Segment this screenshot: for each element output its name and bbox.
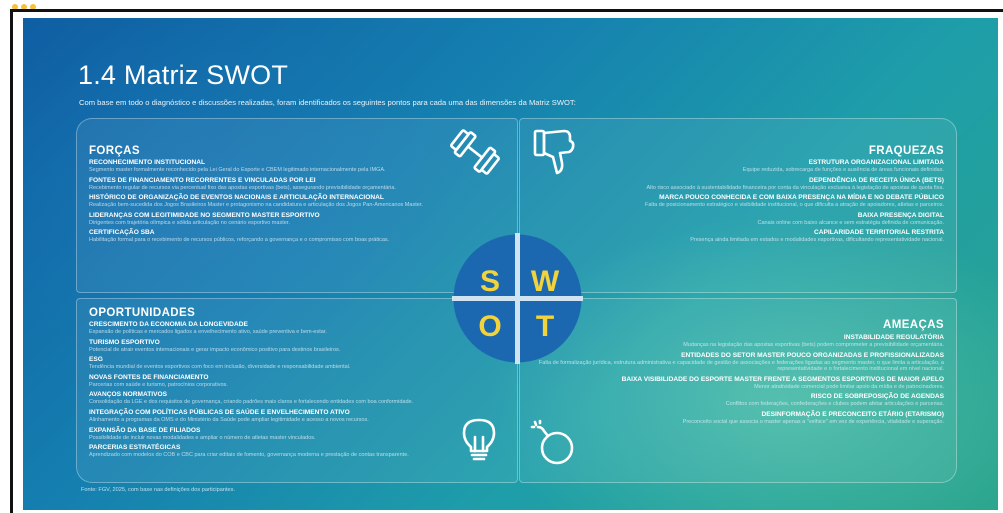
oportunidades-item-description: Potencial de atrair eventos internaciona… [89,346,341,353]
oportunidades-item-description: Aprendizado com modelos do COB e CBC par… [89,452,409,459]
ameacas-item-description: Falta de formalização jurídica, estrutur… [538,359,944,373]
oportunidades-item-description: Consolidação da LGE e dos requisitos de … [89,399,414,406]
fraquezas-item-description: Equipe reduzida, sobrecarga de funções e… [742,167,944,173]
page-title: 1.4 Matriz SWOT [78,60,289,90]
swot-letter-s: S [480,265,500,298]
forcas-item: FONTES DE FINANCIAMENTO RECORRENTES E VI… [89,177,479,192]
forcas-item-description: Dirigentes com trajetória olímpica e sól… [89,219,290,226]
ameacas-item-description: Mudanças na legislação das apostas espor… [683,342,944,348]
forcas-item-heading: HISTÓRICO DE ORGANIZAÇÃO DE EVENTOS NACI… [89,194,384,202]
ameacas-item: DESINFORMAÇÃO E PRECONCEITO ETÁRIO (ETAR… [534,411,944,426]
forcas-item-description: Habilitação formal para o recebimento de… [89,237,390,244]
forcas-item: HISTÓRICO DE ORGANIZAÇÃO DE EVENTOS NACI… [89,194,479,209]
oportunidades-item-heading: AVANÇOS NORMATIVOS [89,391,168,399]
fraquezas-item-heading: MARCA POUCO CONHECIDA E COM BAIXA PRESEN… [659,194,944,202]
forcas-item-heading: CERTIFICAÇÃO SBA [89,229,155,237]
forcas-title: FORÇAS [89,145,140,157]
dumbbell-icon [449,129,501,180]
swot-letter-w: W [531,265,560,298]
oportunidades-item-description: Possibilidade de incluir novas modalidad… [89,434,316,441]
ameacas-item-heading: BAIXA VISIBILIDADE DO ESPORTE MASTER FRE… [621,375,944,383]
source-footnote: Fonte: FGV, 2025, com base nas definiçõe… [81,487,236,493]
oportunidades-item-heading: EXPANSÃO DA BASE DE FILIADOS [89,426,201,434]
thumbs-down-icon [532,127,578,182]
swot-center-circle: S W O T [452,233,583,364]
ameacas-title: AMEAÇAS [883,319,944,331]
fraquezas-item-description: Presença ainda limitada em estados e mod… [690,237,944,244]
left-border [10,9,13,513]
window-dots [12,4,36,10]
top-border [10,9,1003,12]
ameacas-item-description: Conflitos com federações, confederações … [725,401,944,408]
ameacas-item-description: Menor atratividade comercial pode limita… [754,383,944,390]
fraquezas-quadrant: FRAQUEZAS ESTRUTURA ORGANIZACIONAL LIMIT… [519,118,957,293]
forcas-item: LIDERANÇAS COM LEGITIMIDADE NO SEGMENTO … [89,212,479,227]
oportunidades-item-description: Tendência mundial de eventos esportivos … [89,364,351,371]
fraquezas-item-heading: BAIXA PRESENÇA DIGITAL [857,211,944,219]
forcas-item-description: Realização bem-sucedida dos Jogos Brasil… [89,202,423,209]
oportunidades-item-heading: PARCERIAS ESTRATÉGICAS [89,444,181,452]
oportunidades-quadrant: OPORTUNIDADES CRESCIMENTO DA ECONOMIA DA… [76,298,518,483]
forcas-item-description: Recebimento regular de recursos via perc… [89,184,396,191]
fraquezas-item: DEPENDÊNCIA DE RECEITA ÚNICA (BETS)Alto … [554,176,945,192]
fraquezas-item-description: Alto risco associado à sustentabilidade … [646,184,945,191]
lightbulb-icon [461,417,497,468]
fraquezas-item-heading: DEPENDÊNCIA DE RECEITA ÚNICA (BETS) [808,176,944,184]
forcas-item-heading: LIDERANÇAS COM LEGITIMIDADE NO SEGMENTO … [89,211,320,219]
oportunidades-item-description: Alinhamento a programas da OMS e do Mini… [89,416,369,423]
oportunidades-item-heading: CRESCIMENTO DA ECONOMIA DA LONGEVIDADE [89,321,248,328]
forcas-item-heading: RECONHECIMENTO INSTITUCIONAL [89,159,206,166]
ameacas-item-heading: ENTIDADES DO SETOR MASTER POUCO ORGANIZA… [681,351,944,359]
swot-letter-t: T [536,310,554,343]
bomb-icon [530,419,578,472]
page-subtitle: Com base em todo o diagnóstico e discuss… [79,98,576,107]
oportunidades-item-heading: NOVAS FONTES DE FINANCIAMENTO [89,373,209,381]
ameacas-item-heading: DESINFORMAÇÃO E PRECONCEITO ETÁRIO (ETAR… [761,410,944,418]
forcas-item-description: Segmento master formalmente reconhecido … [89,167,386,173]
ameacas-item-heading: INSTABILIDADE REGULATÓRIA [843,334,944,341]
fraquezas-item-heading: ESTRUTURA ORGANIZACIONAL LIMITADA [808,159,944,166]
ameacas-item: BAIXA VISIBILIDADE DO ESPORTE MASTER FRE… [534,376,944,391]
oportunidades-item: INTEGRAÇÃO COM POLÍTICAS PÚBLICAS DE SAÚ… [89,409,489,424]
fraquezas-item: MARCA POUCO CONHECIDA E COM BAIXA PRESEN… [554,194,944,209]
oportunidades-item-description: Expansão de políticas e mercados ligados… [89,329,327,335]
forcas-item-heading: FONTES DE FINANCIAMENTO RECORRENTES E VI… [89,176,316,184]
fraquezas-title: FRAQUEZAS [868,145,944,157]
ameacas-item-heading: RISCO DE SOBREPOSIÇÃO DE AGENDAS [810,393,944,401]
oportunidades-item-heading: ESG [89,356,103,364]
oportunidades-title: OPORTUNIDADES [89,307,196,319]
fraquezas-item-heading: CAPILARIDADE TERRITORIAL RESTRITA [813,229,944,237]
swot-slide: 1.4 Matriz SWOT Com base em todo o diagn… [23,18,998,510]
ameacas-item-description: Preconceito social que associa o master … [682,418,944,425]
ameacas-item: ENTIDADES DO SETOR MASTER POUCO ORGANIZA… [534,352,944,373]
oportunidades-item-heading: INTEGRAÇÃO COM POLÍTICAS PÚBLICAS DE SAÚ… [89,408,350,416]
fraquezas-item-description: Canais online com baixo alcance e sem es… [757,219,945,226]
oportunidades-item-heading: TURISMO ESPORTIVO [89,338,160,346]
fraquezas-item-description: Falta de posicionamento estratégico e vi… [644,202,944,209]
oportunidades-item-description: Parcerias com saúde e turismo, patrocíni… [89,381,228,388]
swot-letter-o: O [478,310,501,343]
